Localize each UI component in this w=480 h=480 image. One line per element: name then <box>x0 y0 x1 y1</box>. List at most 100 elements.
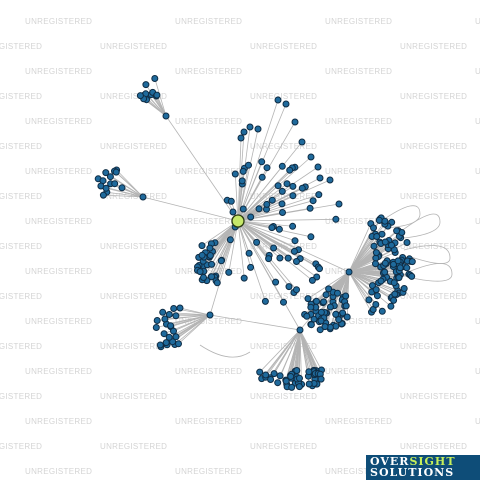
graph-node <box>231 170 239 178</box>
graph-node <box>370 224 377 232</box>
watermark-text: UNREGISTERED <box>100 342 167 351</box>
graph-node <box>287 373 295 380</box>
graph-node <box>387 302 395 310</box>
graph-edge <box>237 220 320 269</box>
watermark-text: UNREGISTERED <box>400 92 467 101</box>
graph-edge <box>115 171 144 198</box>
graph-node <box>227 197 235 205</box>
graph-node <box>390 279 398 287</box>
graph-edge <box>237 99 279 222</box>
logo-word-solutions: SOLUTIONS <box>370 466 455 479</box>
graph-node <box>139 193 147 201</box>
graph-node <box>293 367 301 374</box>
watermark-text: UNREGISTERED <box>400 392 467 401</box>
graph-node <box>258 158 266 166</box>
graph-edge <box>348 241 386 273</box>
graph-node <box>343 313 351 321</box>
graph-edge <box>142 196 239 222</box>
graph-node <box>377 277 385 285</box>
watermark-text: UNREGISTERED <box>475 317 480 326</box>
graph-edge <box>234 173 239 222</box>
graph-edge <box>237 179 331 222</box>
graph-node <box>153 91 161 99</box>
graph-edge <box>348 252 396 273</box>
graph-node <box>306 204 314 212</box>
graph-node <box>381 238 389 246</box>
graph-node <box>335 316 343 324</box>
graph-edge <box>403 245 451 264</box>
graph-node <box>289 222 297 230</box>
graph-node <box>304 295 312 303</box>
graph-node <box>373 292 381 300</box>
graph-node <box>372 301 380 308</box>
graph-edge <box>178 314 211 345</box>
graph-node <box>288 383 296 391</box>
graph-node <box>334 289 341 297</box>
watermark-text: UNREGISTERED <box>250 342 317 351</box>
logo-line-1: OVERSIGHT <box>370 456 456 467</box>
graph-node <box>408 272 416 280</box>
graph-edge <box>237 220 269 259</box>
graph-node <box>332 310 340 318</box>
graph-node <box>240 128 248 136</box>
graph-edge <box>237 220 299 251</box>
watermark-text: UNREGISTERED <box>400 292 467 301</box>
watermark-text: UNREGISTERED <box>400 442 467 451</box>
graph-edge <box>237 128 259 222</box>
graph-node <box>240 274 248 282</box>
graph-edge <box>237 169 290 222</box>
watermark-text: UNREGISTERED <box>475 417 480 426</box>
graph-node <box>161 315 169 323</box>
graph-node <box>373 233 381 240</box>
graph-node <box>316 174 324 182</box>
graph-node <box>106 173 114 181</box>
graph-edge <box>209 220 239 316</box>
graph-node <box>393 227 401 235</box>
graph-node <box>395 274 403 282</box>
oversight-solutions-logo: OVERSIGHT SOLUTIONS <box>366 455 480 480</box>
graph-node <box>274 379 282 387</box>
graph-node <box>246 123 254 131</box>
graph-node <box>342 302 350 310</box>
graph-node <box>278 187 286 195</box>
graph-node <box>198 251 206 259</box>
watermark-layer: UNREGISTERED UNREGISTERED UNREGISTERED UNRE… <box>0 17 480 476</box>
watermark-text: UNREGISTERED <box>325 117 392 126</box>
graph-node <box>342 292 350 300</box>
node-layer <box>94 75 416 391</box>
watermark-text: UNREGISTERED <box>25 117 92 126</box>
graph-node <box>270 370 278 378</box>
watermark-text: UNREGISTERED <box>400 42 467 51</box>
watermark-text: UNREGISTERED <box>0 192 42 201</box>
graph-edge <box>348 245 375 273</box>
graph-node <box>315 191 323 199</box>
watermark-text: UNREGISTERED <box>0 92 42 101</box>
graph-edge <box>237 203 340 222</box>
graph-node <box>375 216 383 224</box>
graph-node <box>165 311 173 318</box>
graph-edge <box>216 220 239 283</box>
watermark-text: UNREGISTERED <box>250 392 317 401</box>
watermark-text: UNREGISTERED <box>325 317 392 326</box>
watermark-text: UNREGISTERED <box>25 17 92 26</box>
graph-node <box>305 380 313 388</box>
watermark-text: UNREGISTERED <box>400 242 467 251</box>
graph-node <box>298 138 306 146</box>
graph-node <box>365 296 373 304</box>
graph-node <box>396 264 404 272</box>
watermark-text: UNREGISTERED <box>475 167 480 176</box>
watermark-text: UNREGISTERED <box>175 417 242 426</box>
watermark-text: UNREGISTERED <box>475 267 480 276</box>
graph-node <box>217 257 225 265</box>
graph-node <box>265 255 273 263</box>
graph-node <box>286 166 294 174</box>
graph-node <box>309 197 317 205</box>
watermark-text: UNREGISTERED <box>175 317 242 326</box>
graph-node <box>316 326 324 334</box>
graph-node <box>372 260 379 268</box>
graph-edge <box>106 191 144 198</box>
graph-node <box>172 333 180 341</box>
graph-node <box>378 307 386 315</box>
graph-edge <box>206 220 239 281</box>
